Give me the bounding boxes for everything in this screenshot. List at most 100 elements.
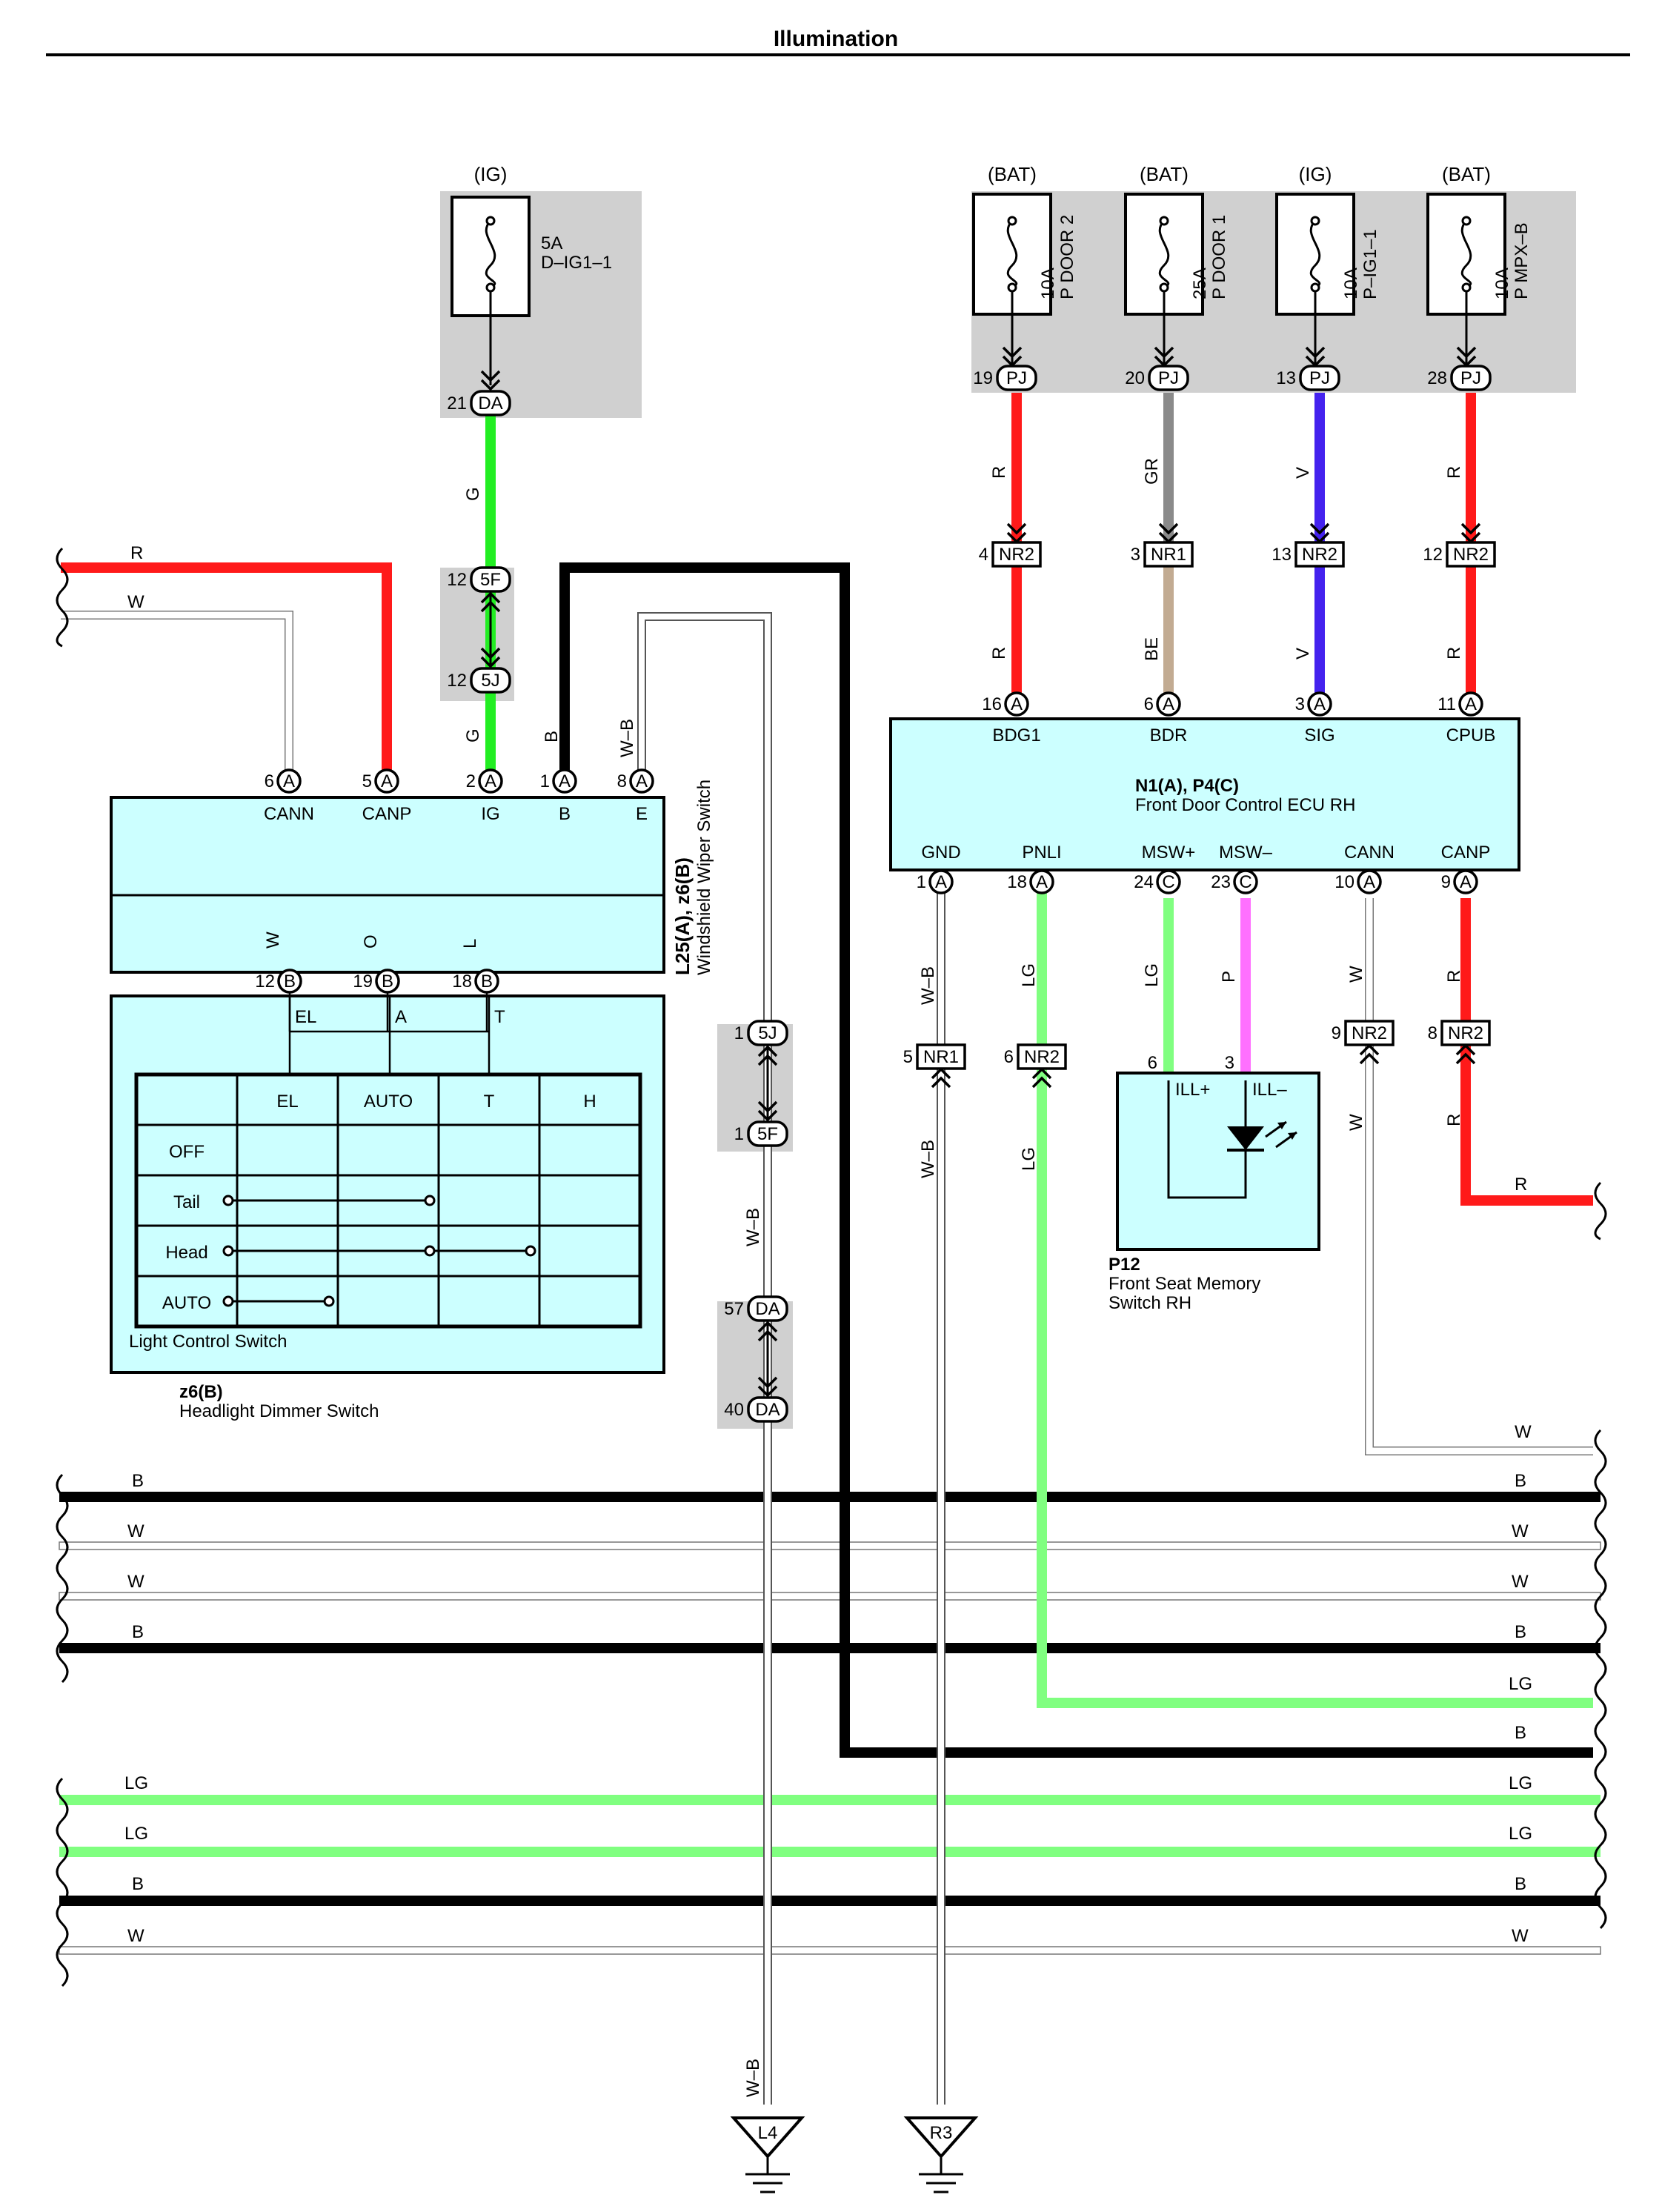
ecu-box [889,717,1520,871]
connector-shape [470,390,511,416]
pin-label: SIG [1304,725,1334,745]
connector-shape [996,365,1037,391]
pin-circle [374,768,399,794]
wire-w-cann-ecu [1366,898,1593,1455]
wire-be-bdr [1163,563,1174,701]
fuse-icon [1309,219,1321,289]
pin-letter: A [1163,694,1174,714]
pin-letter: A [381,771,393,791]
bus-wire-lg2 [59,1847,1600,1857]
connector-pin: 13 [1276,368,1296,388]
pin-letter: A [636,771,648,791]
pin-letter: C [1239,872,1252,892]
fuse-icon [1006,219,1018,289]
connector-id: DA [755,1400,780,1420]
wire-v-sig-top [1314,393,1325,548]
connector-shape [747,1396,788,1423]
bus-wire-b2 [59,1643,1600,1653]
break-right-bus [1594,1429,1607,1930]
pin-number: 8 [617,771,627,791]
fuse-icon [485,219,496,289]
wire-w-cann [61,611,293,781]
table-row-label: Tail [173,1192,200,1212]
connector-pin: 1 [734,1023,744,1043]
terminal-t: T [494,1007,505,1027]
table-col-header: H [583,1092,596,1112]
connector-shape [1017,1043,1067,1070]
table-row-label: AUTO [162,1293,211,1313]
label-wb-vertical: W–B [617,719,637,757]
bus-wire-lg1 [59,1795,1600,1805]
pin-number: 5 [362,771,372,791]
pin-circle [276,768,302,794]
ecu-name: Front Door Control ECU RH [1135,795,1355,815]
connector-id: NR2 [1352,1023,1387,1043]
seat-pin-6: 6 [1148,1053,1157,1073]
wiper-top-pin-3: A1B [540,768,577,824]
connector-id: NR2 [999,545,1034,565]
wire-r-cpub-top [1466,393,1476,548]
pin-circle [277,969,302,994]
label-r-top: R [130,543,143,563]
connector-shape [1440,1020,1491,1046]
label-r-cpub-bottom: R [1444,647,1464,660]
connector-id: PJ [1309,368,1330,388]
connector-j5b: 5J1 [734,1020,788,1122]
terminal-el: EL [295,1007,316,1027]
wiper-bottom-pin-1: B19 [353,969,400,994]
wire-r-cpub-bottom [1466,563,1476,701]
pin-circle [375,969,400,994]
label-lg-pnli-right: LG [1509,1674,1532,1694]
pin-letter: A [1363,872,1375,892]
label-lg-pnli-top: LG [1019,963,1039,987]
connector-shape [1446,541,1496,568]
light-control-switch-box [110,994,665,1374]
pin-label: PNLI [1022,843,1061,863]
connector-id: NR2 [1024,1047,1060,1067]
pin-number: 12 [255,972,275,992]
dimmer-switch-name: Headlight Dimmer Switch [179,1401,379,1421]
connector-shape [1450,365,1492,391]
break-left-mid [56,1473,69,1684]
wiper-bottom-pin-0: B12 [255,969,302,994]
wiper-switch-box [110,796,665,974]
connector-pin: 19 [973,368,993,388]
wiper-switch-name: Windshield Wiper Switch [694,780,714,975]
wire-w-cann-outline [61,611,293,781]
wiper-switch-code: L25(A), z6(B) [671,857,694,975]
connector-pin: 57 [724,1299,744,1319]
label-p-msw: P [1219,971,1239,983]
label-wb-gnd-top: W–B [918,966,938,1005]
wire-w-cann-ecu-outline [1365,898,1593,1455]
pin-circle [1357,869,1382,894]
fuse-source: (IG) [474,163,508,185]
label-v-top: V [1293,467,1313,479]
pin-label: CANN [264,804,314,824]
seat-switch-name-1: Front Seat Memory [1108,1274,1260,1294]
connector-id: DA [478,393,502,413]
pin-letter: A [283,771,295,791]
label-w-bus1-left: W [127,1521,144,1541]
pin-label: GND [921,843,960,863]
pin-letter: A [1465,694,1477,714]
label-r-canp-bottom: R [1444,1114,1464,1126]
fuse-name: P DOOR 2 [1057,215,1077,299]
pin-number: 19 [353,972,373,992]
label-b-bus1-left: B [132,1471,144,1491]
wire-r-canp-ecu [1460,898,1593,1206]
pin-circle [1029,869,1054,894]
label-wb-gnd-bottom: W–B [918,1140,938,1178]
connector-id: NR1 [1151,545,1186,565]
connector-pin: 12 [1423,545,1443,565]
pin-circle [1004,691,1029,717]
